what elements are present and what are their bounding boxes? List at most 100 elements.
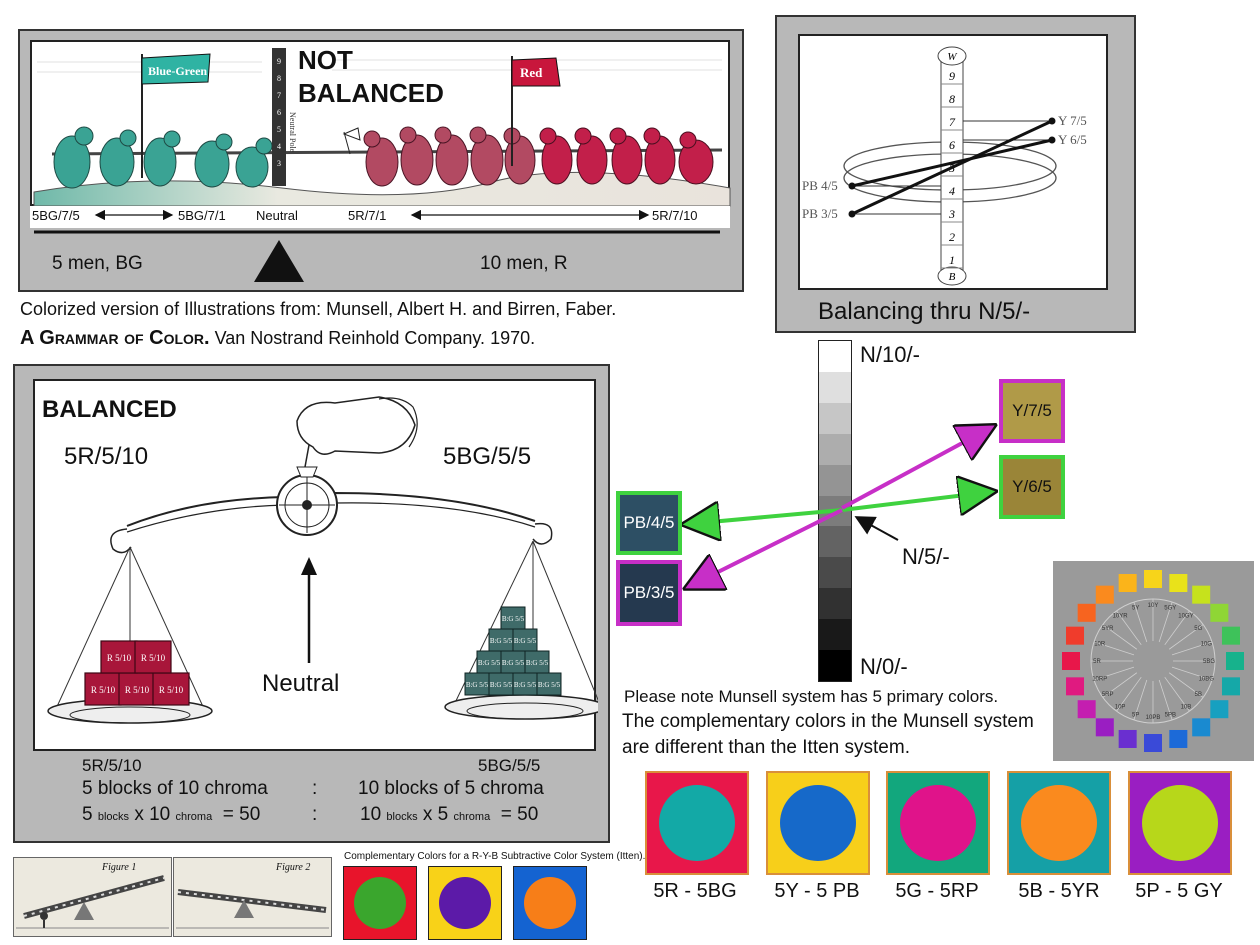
teal-cube-label: B:G 5/5 [526, 659, 549, 667]
tree-digit: 8 [949, 92, 955, 106]
itten-pair-blue-orange [513, 866, 587, 940]
calc-left-label: 5R/5/10 [82, 756, 142, 775]
value-mid-label: N/5/- [902, 544, 950, 569]
itten-caption: Complementary Colors for a R-Y-B Subtrac… [344, 851, 646, 862]
munsell-pair-p-gy [1128, 771, 1232, 875]
publisher: Van Nostrand Reinhold Company. 1970. [209, 328, 536, 348]
value-scale [818, 340, 852, 682]
not-balanced-line1: NOT [298, 45, 353, 75]
wheel-label: 10RP [1092, 676, 1107, 682]
wheel-square [1210, 603, 1229, 622]
pole-digit: 8 [277, 74, 281, 83]
wheel-label: 5R [1093, 659, 1101, 665]
pair-label-p-gy: 5P - 5 GY [1135, 880, 1223, 902]
pole-digit: 7 [277, 91, 281, 100]
munsell-tree-illustration: W B 987654321 Y 7/5 Y 6/5 PB 4/5 PB 3/5 [798, 34, 1108, 290]
wheel-square [1169, 574, 1188, 593]
calc-equals-2: = 50 [500, 804, 539, 825]
note-line3: are different than the Itten system. [622, 737, 910, 758]
fulcrum-triangle [254, 240, 304, 282]
calc-blocks-word-2: blocks [386, 811, 418, 823]
wheel-spoke [1093, 666, 1135, 681]
calc-x: x [134, 804, 144, 825]
tree-digit: 2 [949, 230, 955, 244]
wheel-label: 5P [1132, 712, 1139, 718]
calc-chroma-word-2: chroma [453, 811, 491, 823]
scale-label-bg-71: 5BG/7/1 [178, 208, 226, 223]
value-step [819, 588, 851, 620]
neutral-label: Neutral [262, 670, 340, 697]
chip-pb-4-5: PB/4/5 [616, 491, 682, 555]
chip-pb-3-5: PB/3/5 [616, 560, 682, 626]
balanced-title: BALANCED [42, 396, 177, 423]
wheel-label: 5Y [1132, 606, 1139, 612]
value-step [819, 526, 851, 558]
pair-dot [659, 785, 735, 861]
wheel-label: 5PB [1165, 712, 1176, 718]
calc-left-product: 5 blocks x 10 chroma = 50 [82, 804, 260, 826]
pole-digit: 5 [277, 125, 281, 134]
wheel-square [1062, 652, 1080, 670]
value-step [819, 341, 851, 372]
wheel-label: 10B [1181, 704, 1192, 710]
tree-digit: 1 [949, 253, 955, 267]
wheel-square [1095, 718, 1114, 737]
wheel-square [1221, 677, 1240, 696]
wheel-spoke [1133, 601, 1148, 643]
left-team-label: 5 men, BG [52, 253, 143, 274]
calc-right-n1: 10 [360, 804, 382, 825]
teal-cube-label: B:G 5/5 [538, 681, 561, 689]
pair-label-b-yr: 5B - 5YR [1018, 880, 1100, 902]
calc-colon-1: : [312, 778, 318, 799]
wheel-square [1118, 574, 1137, 593]
flag-right-label: Red [520, 65, 543, 80]
wheel-spoke [1102, 672, 1138, 698]
wheel-square [1192, 585, 1211, 604]
pole-digit: 3 [277, 159, 281, 168]
not-balanced-line2: BALANCED [298, 78, 444, 108]
credit-line2: A Grammar of Color. Van Nostrand Reinhol… [20, 327, 535, 350]
value-step [819, 371, 851, 403]
wheel-label: 10R [1094, 642, 1106, 648]
scale-label-r-71: 5R/7/1 [348, 208, 387, 223]
calc-left-n2: 10 [149, 804, 171, 825]
teal-cube-label: B:G 5/5 [514, 681, 537, 689]
wheel-spoke [1164, 610, 1190, 646]
wheel-spoke [1093, 641, 1135, 656]
itten-pair-yellow-violet [428, 866, 502, 940]
red-cube-label: R 5/10 [107, 653, 132, 663]
calc-equals: = 50 [222, 804, 261, 825]
figure-1-svg [16, 875, 169, 929]
figure-1-label: Figure 1 [102, 862, 137, 873]
wheel-square [1077, 700, 1096, 719]
wheel-square [1144, 570, 1162, 588]
wheel-spoke [1168, 672, 1204, 698]
figure-2-svg [176, 889, 329, 929]
figure-1: Figure 1 [13, 857, 172, 937]
tree-digit: 9 [949, 69, 955, 83]
tree-label-pb35: PB 3/5 [802, 206, 838, 221]
figure-2: Figure 2 [173, 857, 332, 937]
calc-left-blocks: 5 blocks of 10 chroma [82, 778, 268, 799]
scale-arrows [34, 209, 720, 234]
tree-digit: 4 [949, 184, 955, 198]
tree-label-pb45: PB 4/5 [802, 178, 838, 193]
pole-digit: 6 [277, 108, 281, 117]
wheel-label: 10G [1201, 642, 1213, 648]
pole-digit: 4 [277, 142, 281, 151]
calc-left-n1: 5 [82, 804, 93, 825]
wheel-label: 10Y [1148, 603, 1159, 609]
munsell-pair-y-pb [766, 771, 870, 875]
value-step [819, 557, 851, 589]
teal-cube-label: B:G 5/5 [490, 637, 513, 645]
value-step [819, 650, 851, 681]
itten-dot [524, 877, 576, 929]
teal-cube-label: B:G 5/5 [466, 681, 489, 689]
teal-cube-label: B:G 5/5 [478, 659, 501, 667]
pole-label: Neutral Pole [288, 112, 297, 153]
wheel-square [1095, 585, 1114, 604]
